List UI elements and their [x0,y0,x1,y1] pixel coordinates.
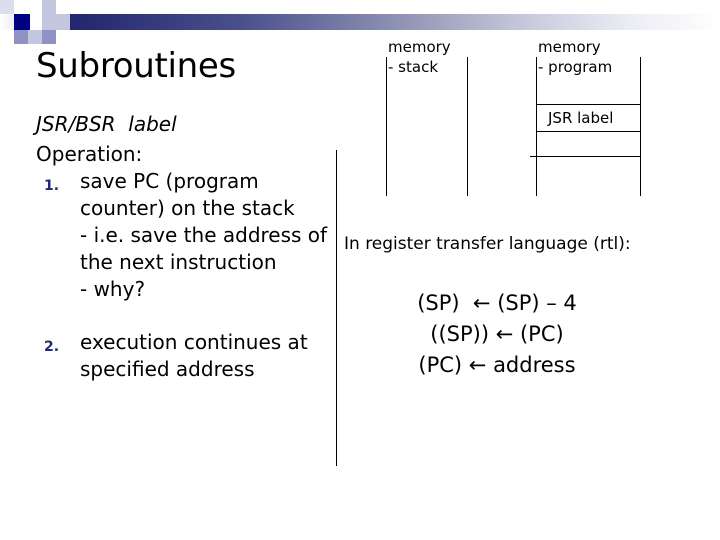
deco-square-white-5 [0,30,14,44]
list-marker: 1. [44,178,60,194]
memory-program-caption-line2: - program [538,58,613,76]
memory-program-cell-divider-2 [536,131,641,132]
list-spacer [36,303,336,329]
memory-program-cell-divider-3 [530,156,641,157]
deco-square-light-2 [42,14,56,30]
list-item: 1. save PC (program counter) on the stac… [36,168,336,303]
memory-program-cell-label: JSR label [548,109,614,127]
deco-square-white-2 [28,0,42,14]
gradient-bar [0,14,720,30]
deco-square-white-4 [30,14,42,30]
memory-stack-caption-line1: memory [388,38,451,56]
memory-stack-right-border [467,57,468,196]
list-marker: 2. [44,339,60,355]
header-decoration [0,0,720,44]
deco-square-pale-1 [0,0,14,14]
instruction-syntax: JSR/BSR label [36,112,177,136]
rtl-heading: In register transfer language (rtl): [344,234,631,254]
deco-square-white-1 [14,0,28,14]
deco-square-white-3 [56,0,70,14]
list-item: 2. execution continues at specified addr… [36,329,336,383]
deco-square-mid-2 [42,30,56,44]
deco-square-light-3 [56,14,70,30]
memory-program-caption-line1: memory [538,38,601,56]
column-divider [336,150,337,466]
list-item-text: execution continues at specified address [80,330,308,381]
memory-program-right-border [640,57,641,196]
memory-program-left-border [536,57,537,196]
rtl-equation-line: (PC) ← address [418,353,576,377]
rtl-equation-line: (SP) ← (SP) – 4 [417,291,577,315]
list-item-text: save PC (program counter) on the stack -… [80,169,328,301]
deco-square-mid-1 [14,30,28,44]
deco-square-light-4 [28,30,42,44]
memory-stack-left-border [386,57,387,196]
rtl-equation-line: ((SP)) ← (PC) [430,322,564,346]
page-title: Subroutines [36,46,236,86]
operation-label: Operation: [36,142,143,166]
left-content-column: JSR/BSR label Operation: 1. save PC (pro… [36,110,336,383]
gradient-left-fade [0,14,18,30]
deco-square-light-1 [42,0,56,14]
memory-program-cell-divider-1 [536,104,641,105]
memory-stack-caption-line2: - stack [388,58,439,76]
rtl-equations: (SP) ← (SP) – 4 ((SP)) ← (PC) (PC) ← add… [332,288,662,381]
deco-square-navy-1 [14,14,30,30]
operation-steps-list: 1. save PC (program counter) on the stac… [36,168,336,383]
